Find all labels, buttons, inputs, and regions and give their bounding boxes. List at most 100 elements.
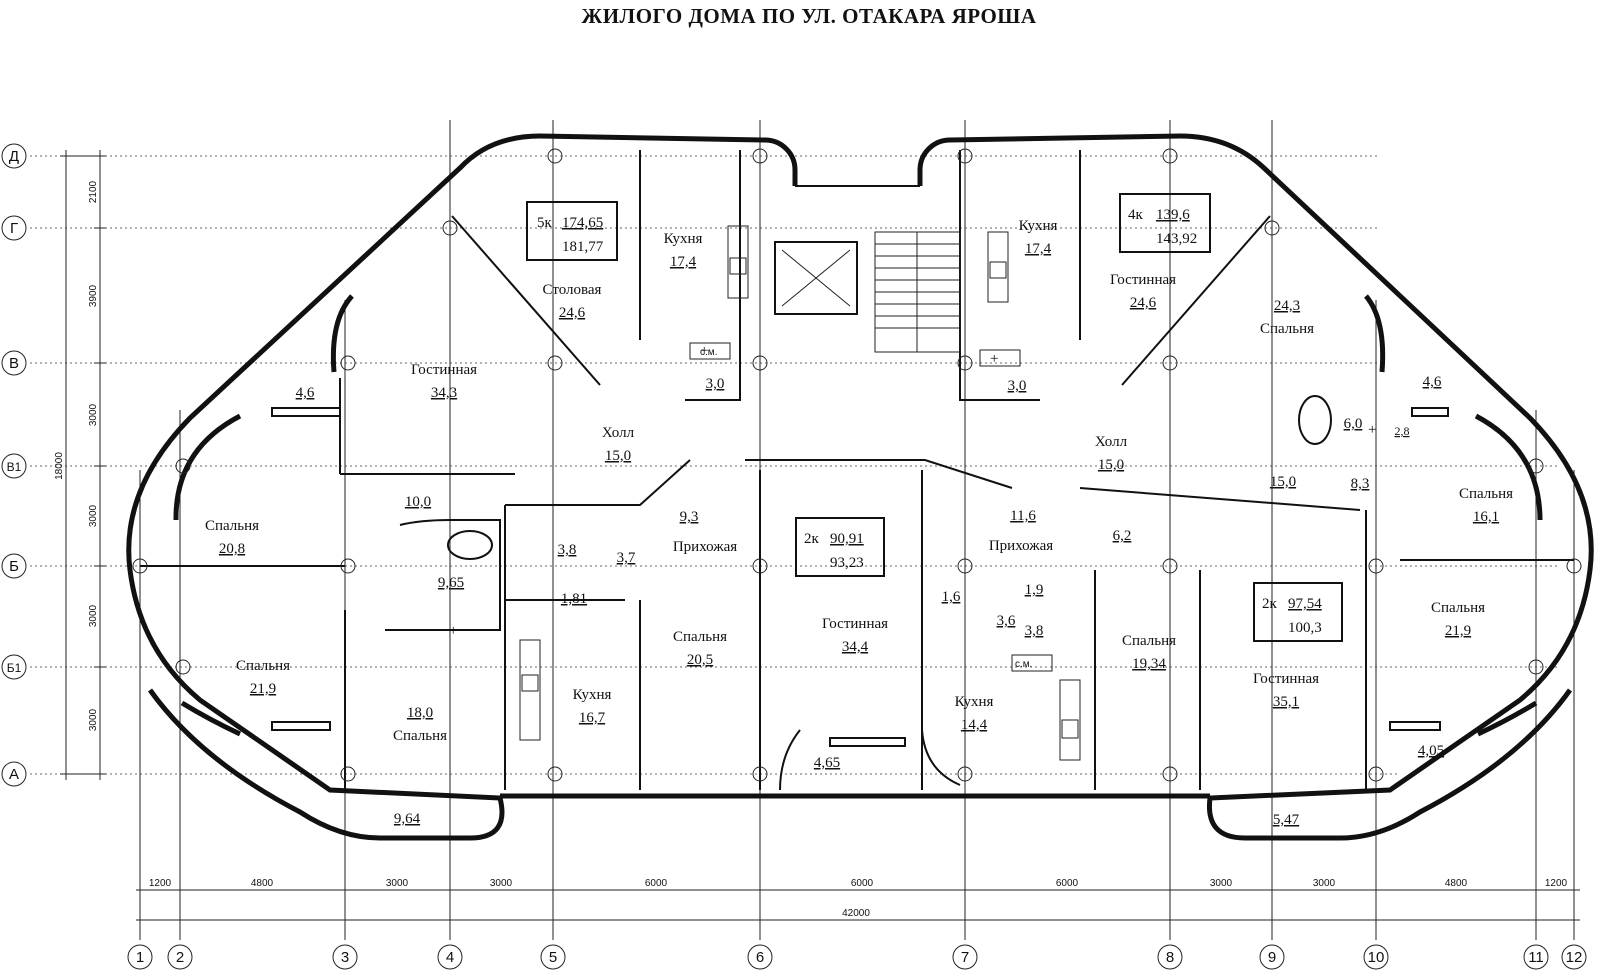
svg-text:17,4: 17,4 — [1025, 241, 1052, 257]
svg-text:3,8: 3,8 — [558, 542, 577, 558]
room-label: Столовая 24,6 — [543, 282, 602, 321]
dimension-label: 6000 — [645, 878, 668, 889]
room-label: 1,81 — [561, 591, 587, 607]
row-axis-label: Д — [9, 148, 19, 165]
column-axis-label: 7 — [961, 949, 969, 966]
svg-text:Кухня: Кухня — [664, 231, 703, 247]
svg-text:Прихожая: Прихожая — [673, 539, 737, 555]
outer-walls — [126, 133, 1594, 841]
svg-text:17,4: 17,4 — [670, 254, 697, 270]
room-label: 3,7 — [617, 550, 636, 566]
svg-text:9,65: 9,65 — [438, 575, 464, 591]
svg-text:Прихожая: Прихожая — [989, 538, 1053, 554]
dimension-label: 3000 — [88, 504, 99, 527]
svg-text:4,6: 4,6 — [296, 385, 315, 401]
svg-text:3,0: 3,0 — [706, 376, 725, 392]
dimension-label: 2100 — [88, 180, 99, 203]
svg-text:15,0: 15,0 — [1098, 457, 1124, 473]
row-axis-markers: Д Г В В1 Б Б1 А — [1, 143, 27, 787]
apartment-living-area: 174,65 — [562, 215, 603, 231]
svg-text:Спальня: Спальня — [1459, 486, 1513, 502]
svg-text:Гостинная: Гостинная — [822, 616, 888, 632]
room-label: 10,0 — [405, 494, 431, 510]
room-label: 3,0 — [1008, 378, 1027, 394]
room-label: 4,6 — [1423, 374, 1442, 390]
svg-text:9,64: 9,64 — [394, 811, 421, 827]
svg-text:19,34: 19,34 — [1132, 656, 1166, 672]
room-label: Гостинная 34,3 — [411, 362, 477, 401]
svg-text:Спальня: Спальня — [393, 728, 447, 744]
column-axis-label: 4 — [446, 949, 454, 966]
row-axis-label: Б1 — [7, 661, 22, 675]
room-label: 9,65 — [438, 575, 464, 591]
svg-text:16,1: 16,1 — [1473, 509, 1499, 525]
svg-text:Гостинная: Гостинная — [1110, 272, 1176, 288]
svg-text:1,6: 1,6 — [942, 589, 961, 605]
column-axis-label: 11 — [1528, 949, 1544, 966]
dimension-label: 3000 — [88, 604, 99, 627]
svg-text:Спальня: Спальня — [1260, 321, 1314, 337]
room-label: 4,05 — [1418, 743, 1444, 759]
svg-text:2,8: 2,8 — [1395, 424, 1410, 438]
row-axis-label: Г — [10, 220, 18, 237]
apartment-labels: 5к 174,65 181,77 4к 139,6 143,92 2к 90,9… — [526, 193, 1343, 642]
svg-text:4,05: 4,05 — [1418, 743, 1444, 759]
column-axis-label: 3 — [341, 949, 349, 966]
dimension-label: 3000 — [88, 403, 99, 426]
dimension-label: 3000 — [1210, 878, 1233, 889]
column-axis-label: 2 — [176, 949, 184, 966]
horizontal-dimensions: 1200 4800 3000 3000 6000 6000 6000 3000 … — [136, 878, 1580, 921]
row-axis-label: Б — [9, 558, 19, 575]
svg-text:21,9: 21,9 — [1445, 623, 1471, 639]
svg-text:15,0: 15,0 — [605, 448, 631, 464]
room-label: 3,6 — [997, 613, 1016, 629]
svg-text:24,6: 24,6 — [559, 305, 586, 321]
apartment-total-area: 100,3 — [1288, 620, 1322, 636]
stair-lift-core — [774, 231, 961, 353]
apartment-2k-center: 2к 90,91 93,23 — [795, 517, 885, 577]
fixture-label: с.м. — [700, 347, 717, 358]
svg-text:Холл: Холл — [602, 425, 635, 441]
apartment-rooms: 5к — [537, 215, 553, 231]
room-label: 15,0 — [1270, 474, 1296, 490]
dimension-label: 3900 — [88, 284, 99, 307]
fixture-plus: + — [700, 343, 708, 359]
svg-text:24,6: 24,6 — [1130, 295, 1157, 311]
fixture-plus: + — [990, 351, 998, 367]
dimension-label: 4800 — [251, 878, 274, 889]
room-label: 6,0 — [1344, 416, 1363, 432]
svg-text:24,3: 24,3 — [1274, 298, 1300, 314]
svg-text:3,6: 3,6 — [997, 613, 1016, 629]
row-axis-label: А — [9, 766, 19, 783]
column-axis-label: 1 — [136, 949, 144, 966]
apartment-total-area: 181,77 — [562, 239, 604, 255]
room-label: 2,8 — [1395, 424, 1410, 438]
svg-text:Кухня: Кухня — [955, 694, 994, 710]
svg-text:3,7: 3,7 — [617, 550, 636, 566]
room-label: 4,6 — [296, 385, 315, 401]
apartment-total-area: 93,23 — [830, 555, 864, 571]
vertical-dimensions: 2100 3900 3000 3000 3000 3000 18000 — [54, 150, 106, 780]
dimension-label: 6000 — [851, 878, 874, 889]
svg-text:10,0: 10,0 — [405, 494, 431, 510]
room-labels: Кухня 17,4 Столовая 24,6 Гостинная 34,3 4,6… — [205, 218, 1513, 828]
svg-text:5,47: 5,47 — [1273, 812, 1300, 828]
fixture-plus: + — [1368, 422, 1376, 438]
room-label: 1,9 — [1025, 582, 1044, 598]
svg-text:Гостинная: Гостинная — [411, 362, 477, 378]
fixtures: с.м. с.м. + + + + — [447, 225, 1376, 761]
row-axis-label: В1 — [7, 460, 22, 474]
svg-text:Столовая: Столовая — [543, 282, 602, 298]
fixture-plus: + — [449, 623, 457, 639]
svg-text:34,3: 34,3 — [431, 385, 457, 401]
apartment-2k-right: 2к 97,54 100,3 — [1253, 582, 1343, 642]
room-label: 3,8 — [1025, 623, 1044, 639]
